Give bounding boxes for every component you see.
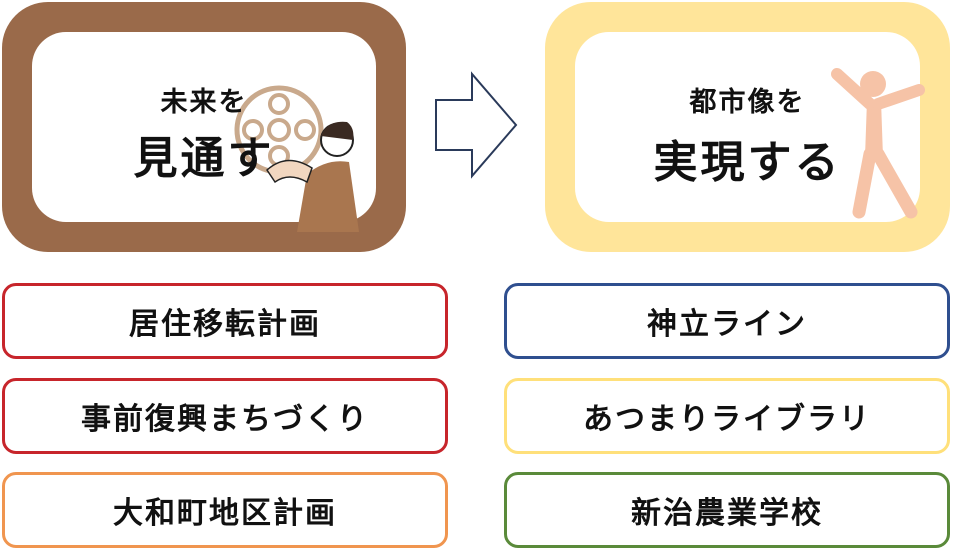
project-box-niihari-agriculture-school: 新治農業学校 <box>504 472 950 548</box>
film-reel-person-icon <box>234 85 359 232</box>
project-box-pre-disaster-reconstruction: 事前復興まちづくり <box>2 378 448 454</box>
project-label: 居住移転計画 <box>129 307 321 342</box>
project-label: あつまりライブラリ <box>583 402 871 437</box>
realize-caption-small: 都市像を <box>689 87 806 118</box>
project-box-yamato-district-plan: 大和町地区計画 <box>2 472 448 548</box>
foresee-panel: 未来を 見通す <box>2 2 406 252</box>
foresee-caption-small: 未来を <box>160 87 248 118</box>
project-box-relocation-plan: 居住移転計画 <box>2 283 448 359</box>
jumping-person-icon <box>831 68 925 219</box>
project-box-atsumari-library: あつまりライブラリ <box>504 378 950 454</box>
project-label: 新治農業学校 <box>631 496 823 531</box>
realize-caption-large: 実現する <box>653 137 842 188</box>
project-box-kandatsu-line: 神立ライン <box>504 283 950 359</box>
project-label: 大和町地区計画 <box>113 496 337 531</box>
right-arrow-icon <box>435 71 518 179</box>
foresee-caption-large: 見通す <box>133 133 275 184</box>
project-label: 事前復興まちづくり <box>81 402 369 437</box>
realize-panel: 都市像を 実現する <box>545 2 950 252</box>
project-label: 神立ライン <box>647 307 807 342</box>
